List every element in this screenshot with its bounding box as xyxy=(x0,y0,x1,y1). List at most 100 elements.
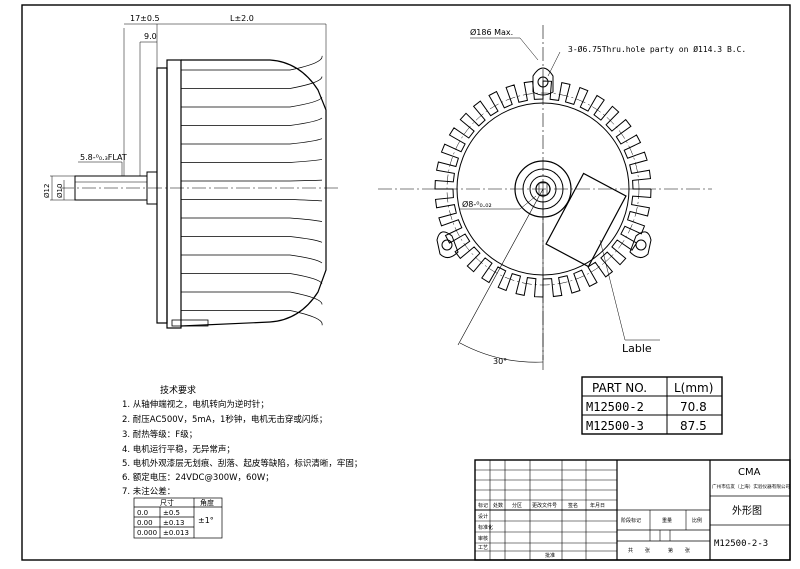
part-table-header-partno: PART NO. xyxy=(592,381,647,395)
cooling-fin xyxy=(181,199,323,202)
cooling-fin xyxy=(181,117,323,126)
tolerance-angle-value: ±1° xyxy=(198,516,214,525)
tb-label-sheets: 张 xyxy=(645,547,650,554)
dim-dia12-text: Ø12 xyxy=(43,184,51,198)
tolerance-table xyxy=(133,497,223,539)
tolerance-header-size: 尺寸 xyxy=(160,498,174,507)
tolerance-r1-a: 0.0 xyxy=(137,509,148,517)
cooling-fin xyxy=(181,97,323,108)
part-table-frame xyxy=(581,376,723,435)
tolerance-frame xyxy=(133,497,223,539)
leader-label xyxy=(599,239,626,341)
bottom-mount xyxy=(171,319,209,327)
tb-label-date: 年月日 xyxy=(590,502,605,509)
part-table-cell-r1-len: 70.8 xyxy=(680,400,707,414)
part-table-cell-r2-len: 87.5 xyxy=(680,419,707,433)
dim-nine-text: 9.0 xyxy=(144,32,157,41)
tb-label-stage: 阶段标记 xyxy=(621,517,641,524)
mount-boss-left xyxy=(436,231,459,258)
bore-text: Ø8-⁰₀.₀₂ xyxy=(462,199,492,209)
sheet-border xyxy=(21,4,791,561)
requirement-line-3: 3. 耐热等级：F级； xyxy=(122,429,197,440)
fin-teeth-ring xyxy=(434,80,652,298)
cooling-fin xyxy=(181,310,323,326)
angle-ray-left xyxy=(457,188,544,346)
part-table-cell-r2-part: M12500-3 xyxy=(586,419,644,433)
requirement-line-7: 7. 未注公差： xyxy=(122,486,175,497)
tolerance-r1-b: ±0.5 xyxy=(163,509,180,517)
tb-label-zone: 分区 xyxy=(512,502,522,509)
tb-label-process: 工艺 xyxy=(478,545,488,551)
requirements-title: 技术要求 xyxy=(160,384,196,396)
tb-label-scale: 比例 xyxy=(692,517,702,524)
front-view xyxy=(378,25,712,370)
tolerance-r2-a: 0.00 xyxy=(137,519,153,527)
mount-boss-top xyxy=(532,67,554,96)
requirement-line-4: 4. 电机运行平稳，无异常声； xyxy=(122,444,235,455)
label-callout-text: Lable xyxy=(622,342,652,355)
title-block xyxy=(474,459,791,561)
tb-label-count: 处数 xyxy=(493,502,503,509)
tb-label-weight: 重量 xyxy=(662,517,672,524)
max-dia-text: Ø186 Max. xyxy=(470,27,513,37)
tb-label-review: 审核 xyxy=(478,535,488,542)
fin-teeth-outline xyxy=(434,80,652,298)
part-table-header-length: L(mm) xyxy=(674,381,713,395)
leader-max-dia-2 xyxy=(519,37,539,61)
requirement-line-2: 2. 耐压AC500V，5mA，1秒钟，电机无击穿或闪烁； xyxy=(122,414,327,425)
drawing-name: 外形图 xyxy=(732,505,762,517)
mount-hole-left xyxy=(441,239,453,251)
tb-label-change-doc: 更改文件号 xyxy=(532,502,557,509)
side-view xyxy=(50,23,340,329)
tb-label-total: 共 xyxy=(628,547,633,554)
cooling-fin xyxy=(181,291,323,305)
rotor-rim xyxy=(166,59,182,329)
cooling-fin xyxy=(181,159,323,163)
tb-label-approve: 批准 xyxy=(545,552,555,559)
cooling-fin xyxy=(181,138,323,145)
rotor-outline xyxy=(180,59,327,327)
mount-hole-right xyxy=(635,239,647,251)
tolerance-header-angle: 角度 xyxy=(200,498,214,507)
cooling-fin xyxy=(181,254,323,264)
requirement-line-5: 5. 电机外观漆层无划痕、刮落、起皮等缺陷，标识清晰，牢固； xyxy=(122,458,362,469)
dim-body-len-text: L±2.0 xyxy=(230,14,254,23)
tb-label-no: 第 xyxy=(668,547,673,554)
requirement-line-1: 1. 从轴伸端视之，电机转向为逆时针； xyxy=(122,399,269,410)
angle-text: 30° xyxy=(493,357,507,366)
mount-hole-top xyxy=(537,76,549,88)
dim-dia10-text: Ø10 xyxy=(56,184,64,198)
tolerance-r2-b: ±0.13 xyxy=(163,519,184,527)
part-table-cell-r1-part: M12500-2 xyxy=(586,400,644,414)
tb-label-mark: 标记 xyxy=(478,502,488,509)
requirement-line-6: 6. 额定电压：24VDC@300W，60W； xyxy=(122,472,274,483)
company-short: CMA xyxy=(738,467,761,478)
tolerance-r3-a: 0.000 xyxy=(137,529,157,537)
tb-label-sheet: 张 xyxy=(685,547,690,554)
tb-label-standard: 标准化 xyxy=(478,524,493,531)
drawing-number: M12500-2-3 xyxy=(714,539,768,549)
tb-label-sign: 签名 xyxy=(568,502,578,509)
label-plate xyxy=(545,172,627,268)
leader-bore-2 xyxy=(519,195,537,210)
mount-boss-right xyxy=(629,231,652,258)
tb-label-design: 设计 xyxy=(478,513,488,520)
dim-flat-text: 5.8-⁰₀.₃FLAT xyxy=(80,153,127,162)
tolerance-r3-b: ±0.013 xyxy=(163,529,189,537)
cooling-fin xyxy=(181,236,323,243)
cooling-fin xyxy=(181,273,323,284)
part-table xyxy=(581,376,723,435)
cooling-fin xyxy=(181,217,323,222)
cooling-fin xyxy=(181,179,323,182)
angle-arc xyxy=(459,342,544,363)
leader-holes xyxy=(547,51,561,77)
company-full: 广州市信友（上海）实验仪器有限公司 xyxy=(712,483,791,490)
cooling-fin xyxy=(181,55,323,71)
cooling-fin xyxy=(181,76,323,89)
front-flange xyxy=(156,67,168,324)
dim-shaft-ext-text: 17±0.5 xyxy=(130,14,160,23)
holes-note-text: 3-Ø6.75Thru.hole party on Ø114.3 B.C. xyxy=(568,44,746,54)
cooling-fins xyxy=(181,55,323,326)
